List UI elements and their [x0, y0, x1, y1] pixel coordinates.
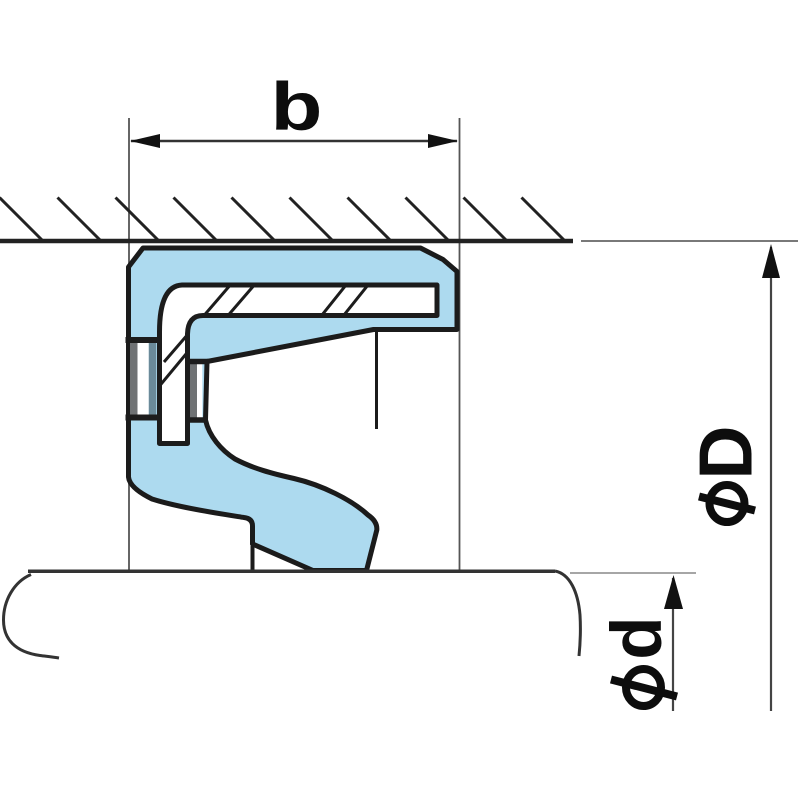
svg-text:d: d	[598, 616, 677, 659]
svg-text:b: b	[271, 69, 323, 145]
svg-text:D: D	[684, 425, 768, 479]
